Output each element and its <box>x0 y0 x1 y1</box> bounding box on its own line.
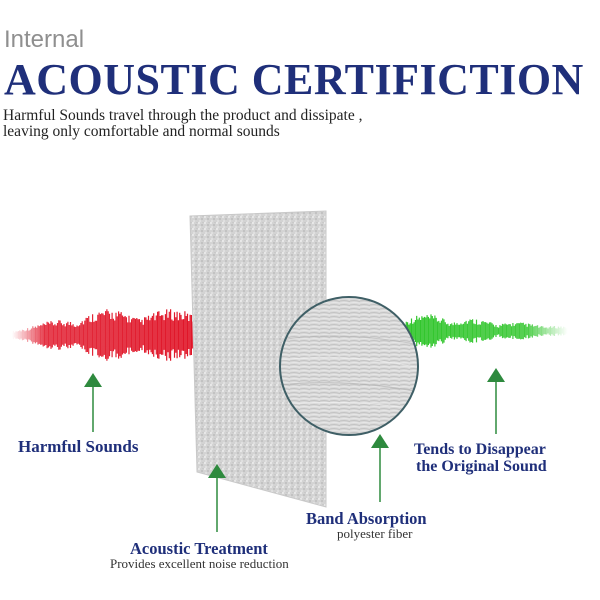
harmful-sounds-label: Harmful Sounds <box>18 437 139 456</box>
fiber-magnifier <box>279 296 419 436</box>
arrow-up-icon <box>208 464 226 532</box>
arrow-up-icon <box>84 373 102 432</box>
subtitle-line-1: Harmful Sounds travel through the produc… <box>3 107 363 124</box>
acoustic-treatment-note: Provides excellent noise reduction <box>110 556 289 571</box>
disappear-label-line-2: the Original Sound <box>416 458 547 475</box>
acoustic-panel <box>189 210 327 508</box>
subtitle-line-2: leaving only comfortable and normal soun… <box>3 123 280 140</box>
clean-sound-wave <box>404 314 569 348</box>
band-absorption-note: polyester fiber <box>337 526 413 541</box>
harmful-sound-wave <box>11 309 195 361</box>
wave-bars <box>11 309 195 361</box>
wave-bars <box>404 314 569 348</box>
page-title: ACOUSTIC CERTIFICTION <box>4 55 584 104</box>
disappear-label-line-1: Tends to Disappear <box>414 441 546 458</box>
band-absorption-label: Band Absorption <box>306 509 427 528</box>
acoustic-treatment-label: Acoustic Treatment <box>130 539 268 558</box>
arrow-up-icon <box>487 368 505 434</box>
top-label: Internal <box>4 26 85 53</box>
arrow-up-icon <box>371 434 389 502</box>
